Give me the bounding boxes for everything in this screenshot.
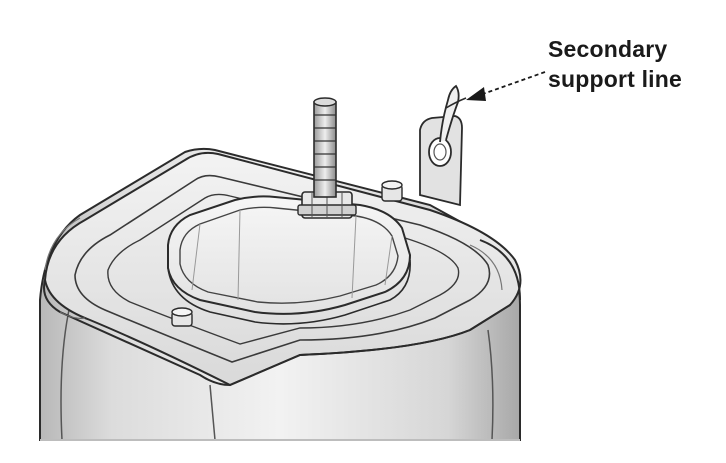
tank-lid [167, 195, 412, 325]
lifting-tab [419, 115, 463, 207]
callout-line-2: support line [548, 66, 683, 92]
callout-arrow [466, 71, 546, 101]
vent-cap-right [381, 180, 403, 202]
hose-barb-fitting [297, 97, 357, 219]
secondary-support-line [439, 84, 467, 143]
vent-cap-left [171, 307, 193, 327]
callout-label: Secondary support line [548, 34, 724, 94]
callout-line-1: Secondary [548, 36, 668, 62]
